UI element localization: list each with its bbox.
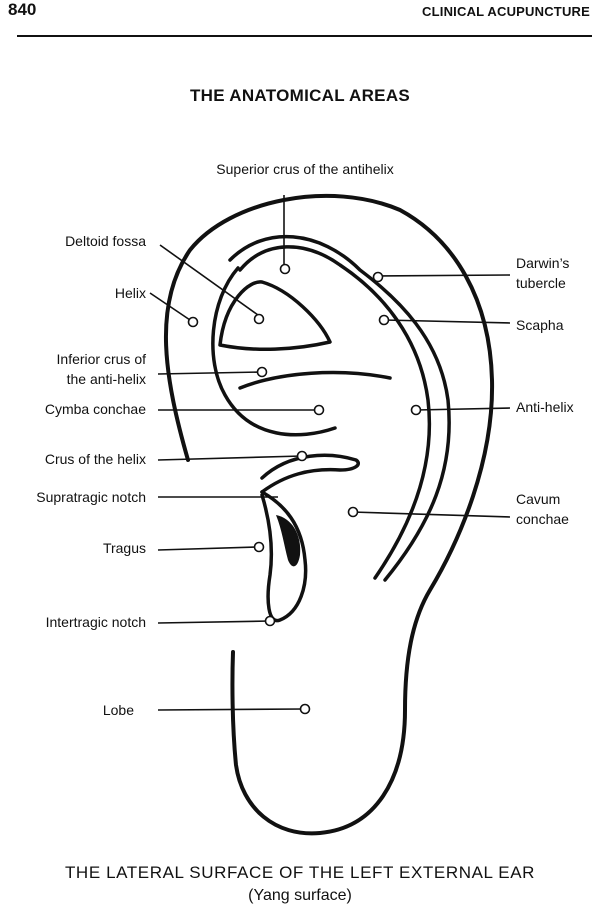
leader-darwins-tubercle bbox=[377, 274, 511, 277]
label-supratragic-notch: Supratragic notch bbox=[36, 489, 146, 505]
label-darwins-1: Darwin’s bbox=[516, 255, 569, 271]
leader-helix bbox=[149, 292, 191, 321]
point-intertragic-notch bbox=[264, 615, 276, 627]
point-inferior-crus bbox=[256, 366, 268, 378]
label-antihelix: Anti-helix bbox=[516, 399, 574, 415]
crus-of-helix-outline bbox=[260, 453, 360, 494]
tragus-shadow bbox=[276, 515, 301, 567]
leader-lobe bbox=[157, 708, 305, 711]
leader-scapha bbox=[383, 319, 511, 324]
caption-line-1: THE LATERAL SURFACE OF THE LEFT EXTERNAL… bbox=[64, 863, 536, 882]
antihelix-outer-line bbox=[228, 234, 451, 582]
leader-cavum-conchae bbox=[351, 511, 511, 518]
leader-antihelix bbox=[415, 407, 511, 411]
antihelix-inner-line bbox=[238, 245, 432, 580]
label-inferior-crus-1: Inferior crus of bbox=[57, 351, 147, 367]
deltoid-fossa-outline bbox=[218, 280, 332, 351]
label-intertragic-notch: Intertragic notch bbox=[46, 614, 146, 630]
point-deltoid-fossa bbox=[253, 313, 265, 325]
inferior-crus-line bbox=[238, 370, 392, 390]
point-scapha bbox=[378, 314, 390, 326]
label-darwins-2: tubercle bbox=[516, 275, 566, 291]
leader-crus-of-helix bbox=[157, 455, 303, 461]
label-cavum-1: Cavum bbox=[516, 491, 560, 507]
point-cymba-conchae bbox=[313, 404, 325, 416]
point-tragus bbox=[253, 541, 265, 553]
point-crus-of-helix bbox=[296, 450, 308, 462]
helix-outline bbox=[163, 193, 495, 836]
point-cavum-conchae bbox=[347, 506, 359, 518]
point-darwins-tubercle bbox=[372, 271, 384, 283]
diagram-title: THE ANATOMICAL AREAS bbox=[189, 86, 411, 105]
label-tragus: Tragus bbox=[103, 540, 146, 556]
point-helix bbox=[187, 316, 199, 328]
leader-inferior-crus bbox=[157, 371, 263, 375]
label-helix: Helix bbox=[115, 285, 146, 301]
label-lobe: Lobe bbox=[103, 702, 134, 718]
leader-intertragic-notch bbox=[157, 620, 271, 624]
label-deltoid-fossa: Deltoid fossa bbox=[65, 233, 146, 249]
point-lobe bbox=[299, 703, 311, 715]
label-inferior-crus-2: the anti-helix bbox=[67, 371, 146, 387]
label-crus-of-helix: Crus of the helix bbox=[45, 451, 146, 467]
label-superior-crus: Superior crus of the antihelix bbox=[216, 161, 393, 177]
leader-deltoid-fossa bbox=[159, 244, 259, 316]
label-scapha: Scapha bbox=[516, 317, 564, 333]
header-rule bbox=[17, 35, 592, 37]
tragus-outline bbox=[260, 490, 308, 623]
concha-inner-sweep bbox=[211, 266, 337, 437]
point-antihelix bbox=[410, 404, 422, 416]
caption-line-2: (Yang surface) bbox=[248, 887, 352, 904]
label-cymba-conchae: Cymba conchae bbox=[45, 401, 146, 417]
label-cavum-2: conchae bbox=[516, 511, 569, 527]
page-number: 840 bbox=[8, 0, 37, 19]
point-superior-crus bbox=[279, 263, 291, 275]
running-head: CLINICAL ACUPUNCTURE bbox=[422, 4, 590, 19]
leader-tragus bbox=[157, 546, 259, 551]
